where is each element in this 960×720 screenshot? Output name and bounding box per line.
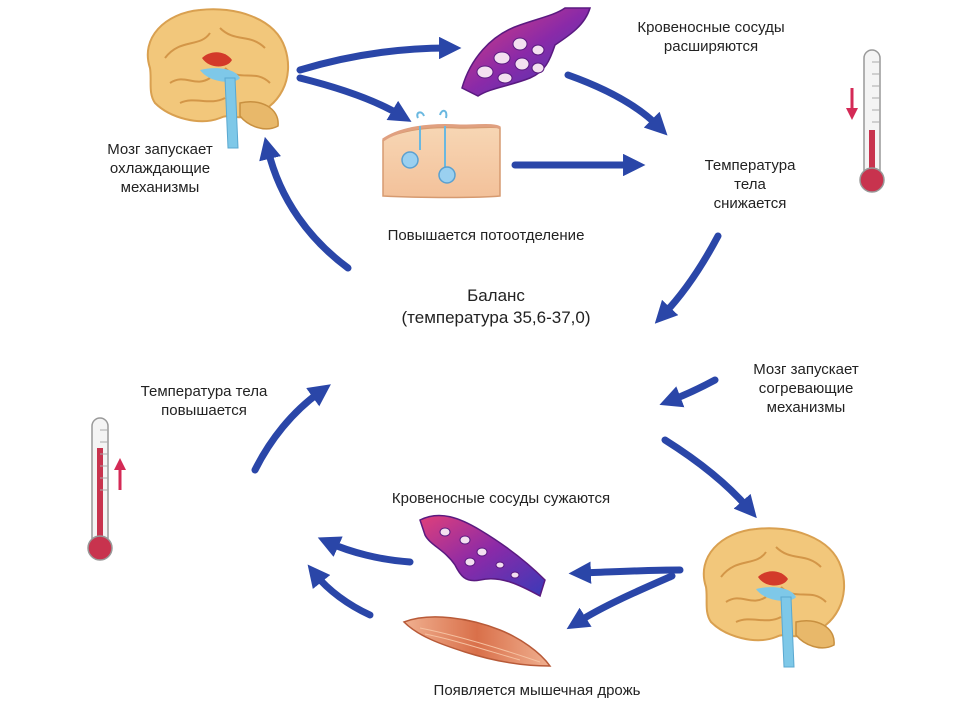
label-temp-increases: Температура тела повышается xyxy=(140,383,268,419)
label-vessels-constrict: Кровеносные сосуды сужаются xyxy=(391,490,611,507)
arrow-balance-to-brain-warming xyxy=(659,376,719,408)
blood-vessel-network-icon xyxy=(461,7,592,97)
arrow-muscle-to-temp-up xyxy=(307,564,374,619)
arrow-brain-to-skin xyxy=(296,74,412,122)
blood-vessel-network-icon xyxy=(419,514,546,598)
arrow-vessels-to-temp xyxy=(564,71,668,136)
label-sweating: Повышается потоотделение xyxy=(387,227,585,244)
thermometer-up-icon xyxy=(87,417,126,561)
thermometer-down-icon xyxy=(846,49,885,193)
arrow-brain-to-muscle xyxy=(566,572,676,630)
label-temp-decreases: Температура тела снижается xyxy=(704,157,796,212)
skin-sweat-gland-icon xyxy=(382,109,501,199)
arrow-balance-to-brain xyxy=(259,136,352,272)
label-shivering: Появляется мышечная дрожь xyxy=(433,682,641,699)
muscle-icon xyxy=(402,616,552,667)
arrow-temp-up-to-balance xyxy=(251,384,331,474)
arrow-to-brain-warming xyxy=(661,436,757,519)
arrow-brain-to-vessels xyxy=(296,36,462,74)
label-brain-cooling: Мозг запускает охлаждающие механизмы xyxy=(107,141,213,196)
label-vessels-dilate: Кровеносные сосуды расширяются xyxy=(637,19,785,55)
arrow-vessels-to-temp-up xyxy=(317,536,414,566)
label-balance: Баланс (температура 35,6-37,0) xyxy=(401,286,591,327)
arrow-temp-to-balance xyxy=(654,232,722,324)
label-brain-warming: Мозг запускает согревающие механизмы xyxy=(753,361,859,416)
brain-icon xyxy=(702,527,846,668)
arrow-brain-to-vessels-constrict xyxy=(568,561,684,584)
brain-icon xyxy=(146,8,290,149)
